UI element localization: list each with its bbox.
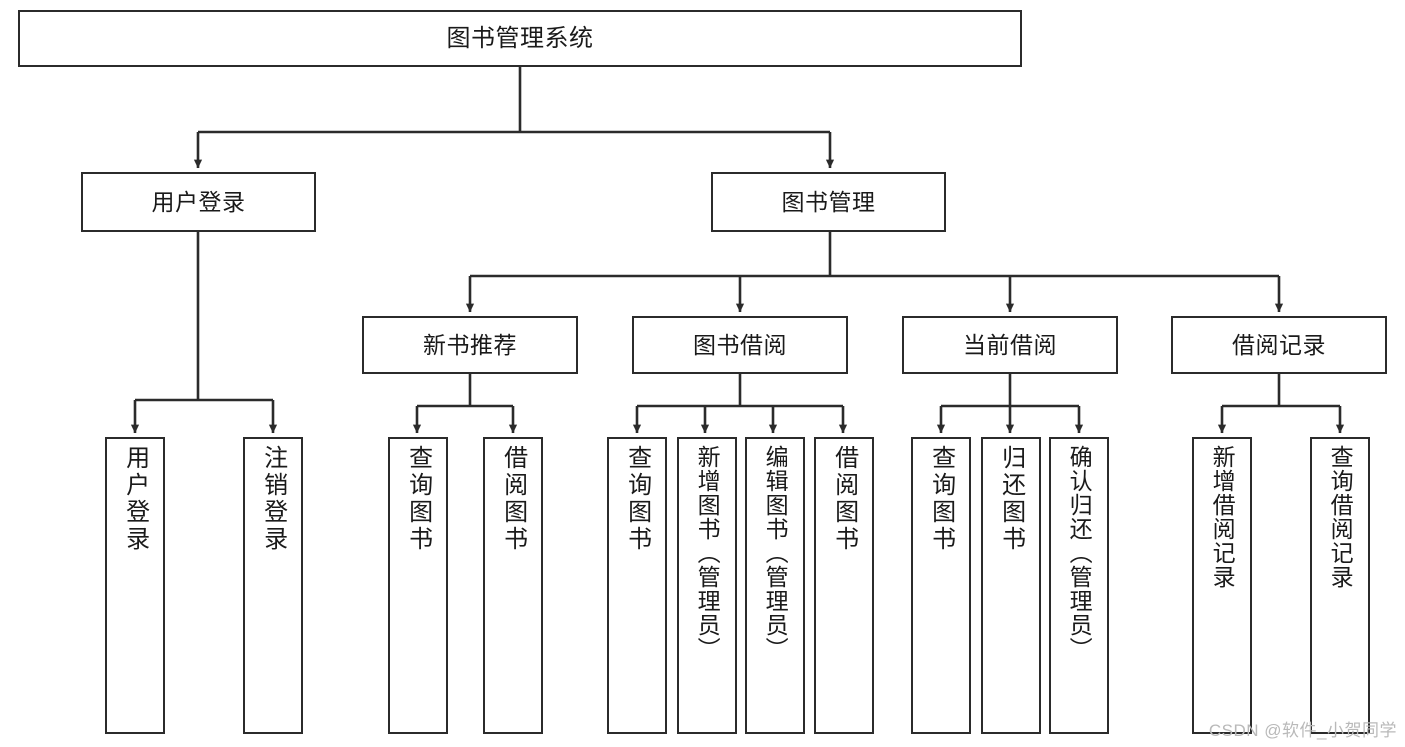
- node-book-management[interactable]: 图书管理: [711, 172, 946, 232]
- node-label: 确认归还（管理员）: [1066, 445, 1093, 661]
- node-label: 编辑图书（管理员）: [762, 445, 789, 661]
- node-leaf-borrow-book[interactable]: 借阅图书: [814, 437, 874, 734]
- node-label: 查询图书: [623, 445, 651, 553]
- node-label: 新增借阅记录: [1209, 445, 1236, 589]
- node-leaf-return-book[interactable]: 归还图书: [981, 437, 1041, 734]
- node-label: 借阅记录: [1232, 331, 1326, 358]
- node-user-login[interactable]: 用户登录: [81, 172, 316, 232]
- node-label: 新增图书（管理员）: [694, 445, 721, 661]
- csdn-watermark: CSDN @软件_小贺同学: [1208, 721, 1397, 740]
- node-leaf-add-book-admin[interactable]: 新增图书（管理员）: [677, 437, 737, 734]
- node-borrow-record[interactable]: 借阅记录: [1171, 316, 1387, 374]
- node-label: 查询借阅记录: [1327, 445, 1354, 589]
- node-label: 借阅图书: [499, 445, 527, 553]
- node-label: 用户登录: [121, 445, 149, 553]
- node-leaf-user-logout[interactable]: 注销登录: [243, 437, 303, 734]
- node-label: 归还图书: [997, 445, 1025, 553]
- node-current-borrow[interactable]: 当前借阅: [902, 316, 1118, 374]
- node-leaf-query-book-current[interactable]: 查询图书: [911, 437, 971, 734]
- node-leaf-query-book-recommend[interactable]: 查询图书: [388, 437, 448, 734]
- node-new-book-recommend[interactable]: 新书推荐: [362, 316, 578, 374]
- node-label: 图书管理系统: [446, 24, 594, 52]
- node-label: 用户登录: [151, 188, 246, 215]
- node-leaf-confirm-return-admin[interactable]: 确认归还（管理员）: [1049, 437, 1109, 734]
- node-leaf-borrow-book-recommend[interactable]: 借阅图书: [483, 437, 543, 734]
- node-leaf-query-book-borrow[interactable]: 查询图书: [607, 437, 667, 734]
- node-label: 图书借阅: [693, 331, 787, 358]
- node-label: 图书管理: [781, 188, 876, 215]
- node-label: 新书推荐: [423, 331, 517, 358]
- node-label: 注销登录: [259, 445, 287, 553]
- node-leaf-query-borrow-record[interactable]: 查询借阅记录: [1310, 437, 1370, 734]
- node-book-borrow[interactable]: 图书借阅: [632, 316, 848, 374]
- node-label: 当前借阅: [963, 331, 1057, 358]
- node-leaf-user-login[interactable]: 用户登录: [105, 437, 165, 734]
- node-label: 查询图书: [404, 445, 432, 553]
- node-root-book-management-system[interactable]: 图书管理系统: [18, 10, 1022, 67]
- node-leaf-add-borrow-record[interactable]: 新增借阅记录: [1192, 437, 1252, 734]
- node-leaf-edit-book-admin[interactable]: 编辑图书（管理员）: [745, 437, 805, 734]
- node-label: 查询图书: [927, 445, 955, 553]
- node-label: 借阅图书: [830, 445, 858, 553]
